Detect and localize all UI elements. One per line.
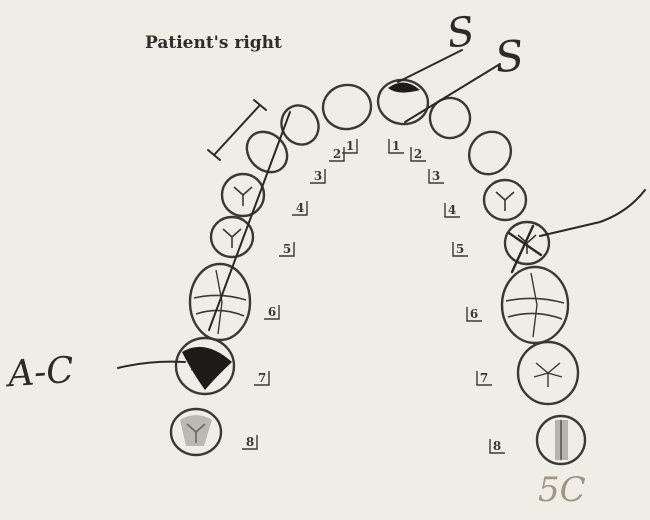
pen-stroke-bracket [208, 100, 266, 160]
tooth-right-first-premolar [222, 174, 264, 216]
label-left-5: 5 [453, 242, 468, 256]
tooth-number: 6 [470, 307, 478, 321]
label-right-7: 7 [254, 371, 269, 385]
tooth-number: 1 [392, 139, 400, 153]
label-right-8: 8 [242, 435, 257, 449]
tooth-number: 8 [246, 435, 254, 449]
tooth-left-first-premolar [484, 180, 526, 220]
label-right-2: 2 [329, 147, 344, 161]
tooth-number: 8 [493, 439, 501, 453]
tooth-number: 7 [480, 371, 488, 385]
tooth-number: 4 [448, 203, 456, 217]
tooth-left-first-molar [502, 267, 568, 343]
tooth-right-central [320, 82, 374, 132]
label-left-7: 7 [477, 371, 492, 385]
tooth-number: 2 [414, 147, 422, 161]
shaded-marking-left-third-molar [555, 420, 568, 460]
tooth-left-second-premolar [505, 222, 549, 264]
tooth-number: 5 [456, 242, 464, 256]
pen-stroke-s-lower [405, 64, 500, 122]
label-left-4: 4 [445, 203, 460, 217]
handwritten-5c: 5C [538, 470, 586, 510]
label-left-1: 1 [389, 139, 404, 153]
label-left-6: 6 [467, 307, 482, 321]
tooth-number: 4 [296, 201, 304, 215]
label-left-2: 2 [411, 147, 426, 161]
tooth-number: 3 [314, 169, 322, 183]
label-right-6: 6 [264, 305, 279, 319]
tooth-left-lateral [423, 91, 477, 145]
tooth-number: 7 [258, 371, 266, 385]
tooth-left-second-molar [518, 342, 578, 404]
tooth-number: 6 [268, 305, 276, 319]
label-right-3: 3 [310, 169, 325, 183]
label-right-5: 5 [279, 242, 294, 256]
tooth-number: 5 [283, 242, 291, 256]
shaded-marking-right-third-molar [180, 415, 212, 446]
pen-stroke-check-pointer [540, 190, 645, 236]
handwritten-s-lower: S [493, 31, 527, 83]
filled-marking-right-second-molar [182, 347, 232, 390]
chart-heading: Patient's right [145, 33, 282, 53]
label-left-3: 3 [429, 169, 444, 183]
tooth-number: 2 [333, 147, 341, 161]
tooth-left-canine [461, 123, 520, 182]
handwritten-ac: A-C [7, 350, 75, 395]
tooth-right-second-premolar [211, 217, 253, 257]
tooth-number: 1 [346, 139, 354, 153]
label-right-4: 4 [292, 201, 307, 215]
label-left-8: 8 [490, 439, 505, 453]
tooth-number: 3 [432, 169, 440, 183]
